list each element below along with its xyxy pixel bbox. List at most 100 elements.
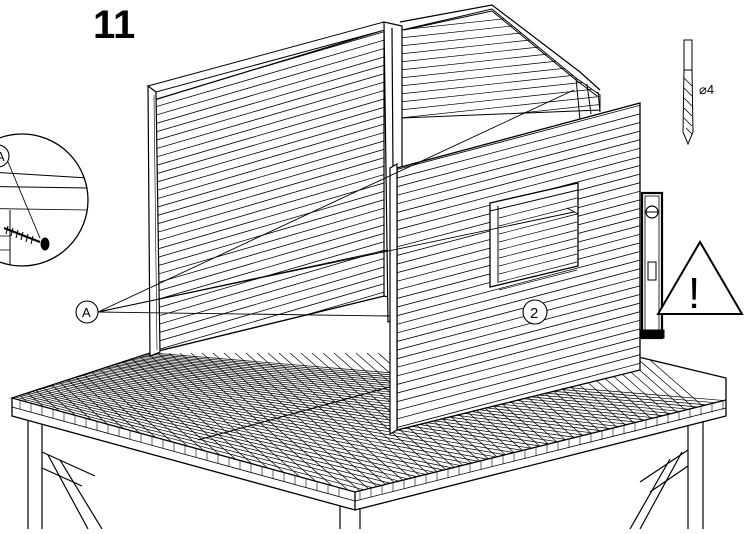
floor-board-line [278,352,485,492]
floor-board-line [80,352,287,492]
board-line [498,253,578,275]
floor-edge-line [73,377,527,452]
floor-board-line [322,352,529,492]
floor-edge-line [99,368,599,435]
board-line [154,63,384,134]
board-line [154,248,384,319]
drill-bit-icon [682,39,694,146]
floor-board-line [179,352,386,492]
window-opening [489,182,579,291]
board-line [154,46,384,118]
floor-edge-line [83,373,554,445]
board-line [154,130,384,202]
floor-board-line [113,352,320,492]
board-line [154,113,384,185]
board-line [498,245,578,267]
drill-diameter-label: ⌀4 [699,82,714,97]
board-line [498,269,578,291]
board-line [397,129,640,197]
board-line [154,147,384,218]
floor-edge-line [105,366,617,430]
floor-edge-line [31,391,410,480]
board-line [154,180,384,252]
spirit-level-icon [639,191,665,340]
board-line [397,284,640,351]
board-line [397,310,640,377]
floor-board-line [300,352,507,492]
floor-board-line [245,352,452,492]
board-line [154,80,384,151]
board-line [154,273,384,344]
floor-edge-line [70,378,518,454]
floor-edge-line [28,392,401,482]
board-line [154,197,384,269]
fastener-callout-label: A [82,305,91,320]
board-line [154,138,384,210]
fastener-callout [75,89,579,324]
floor-edge-line [50,384,464,467]
board-line [397,275,640,343]
board-line [397,301,640,369]
floor-board-line [91,352,298,492]
board-line [154,281,384,352]
board-line [498,197,578,219]
board-line [154,189,384,260]
board-line [397,267,640,334]
back-wall-panel [146,21,394,357]
board-line [154,231,384,302]
floor-edge-line [37,389,428,476]
gable-wall [399,4,601,121]
floor-edge-line [89,371,572,441]
floor-board-line [212,352,419,492]
deck-frame [27,420,704,530]
board-line [154,54,384,126]
board-line [397,318,640,386]
board-line [397,327,640,394]
floor-board-line [12,352,67,492]
board-line [154,222,384,294]
floor-edge-line [15,396,365,491]
board-line [154,105,384,176]
floor-edge-line [63,380,500,458]
floor-edge-line [86,372,563,443]
wall-part-callout: 2 [522,299,548,325]
floor-edge-line [54,383,473,465]
floor-edge-line [92,370,581,439]
floor-edge-line [79,374,545,447]
floor-edge-line [41,387,437,473]
board-line [498,213,578,235]
board-line [154,264,384,336]
warning-symbol: ! [688,269,700,318]
floor-board-line [641,352,726,492]
board-line [498,229,578,251]
board-line [154,206,384,277]
board-line [397,249,640,317]
board-line [154,71,384,143]
floor-edge-line [67,379,509,456]
front-wall-panel [389,102,641,436]
board-line [154,256,384,328]
floor-edge-line [18,395,374,489]
board-line [154,155,384,227]
board-line [402,79,600,103]
board-line [498,237,578,259]
floor-edge-line [112,364,635,426]
floor-edge-line [57,382,482,463]
floor-edge-line [34,390,419,478]
floor-edge-line [118,362,653,422]
board-line [397,258,640,326]
floor-edge-line [60,381,491,460]
board-line [154,38,384,109]
board-line [397,103,640,171]
board-line [154,96,384,168]
board-line [154,164,384,235]
floor-edge-line [24,393,392,484]
board-line [397,335,640,403]
floor-board-line [12,352,78,492]
board-line [498,221,578,243]
wall-part-label: 2 [530,305,538,322]
board-line [498,261,578,283]
floor-edge-line [44,386,446,471]
